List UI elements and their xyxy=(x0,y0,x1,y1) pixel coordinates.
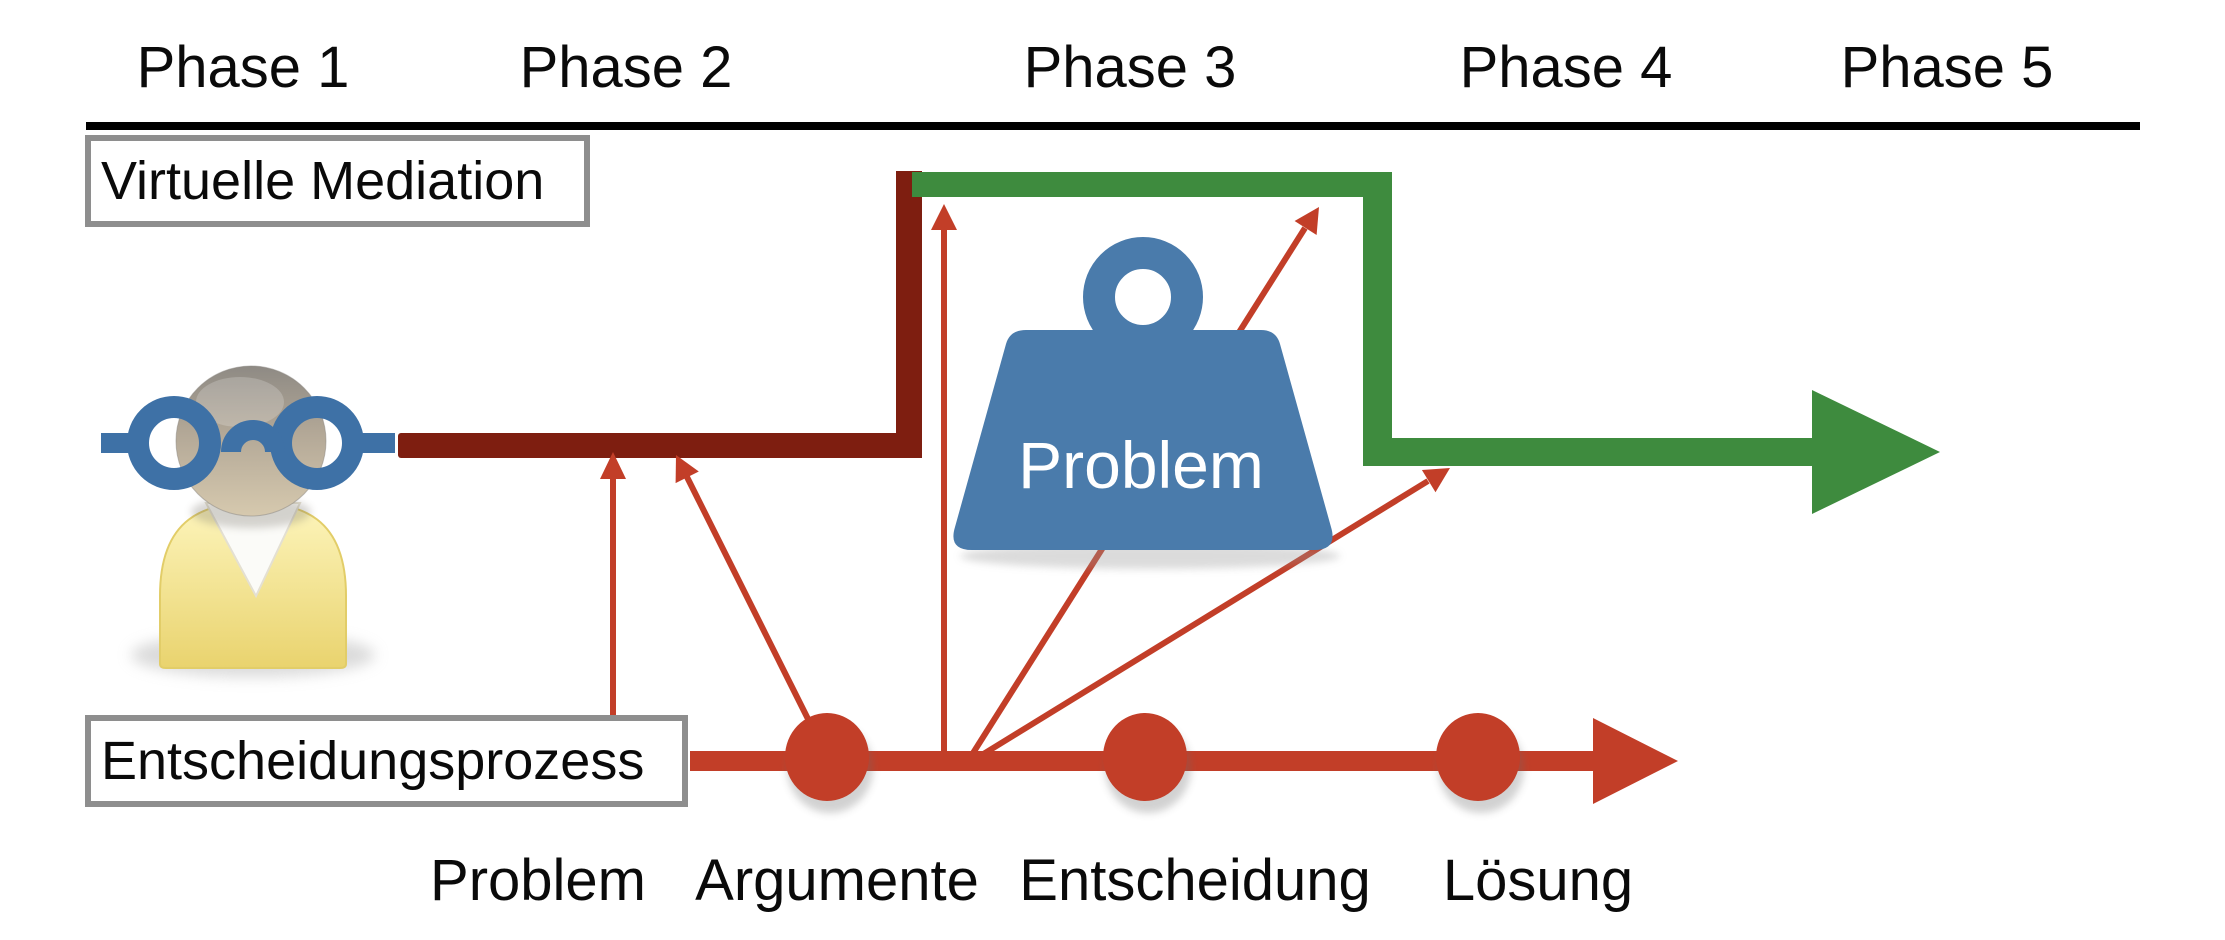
green-track-path xyxy=(912,172,1940,514)
weight-label: Problem xyxy=(1018,428,1264,502)
timeline-dot-argumente xyxy=(785,713,869,801)
phase-label-5: Phase 5 xyxy=(1840,35,2054,100)
arrowhead-up-to-junction xyxy=(931,204,957,230)
maroon-vertical-bar xyxy=(896,171,922,458)
maroon-horizontal-bar xyxy=(398,433,922,458)
virtual-mediation-label: Virtuelle Mediation xyxy=(101,151,545,211)
timeline-arrowhead xyxy=(1593,718,1678,804)
weight-body xyxy=(953,330,1333,550)
phase-label-4: Phase 4 xyxy=(1459,35,1673,100)
phase-label-3: Phase 3 xyxy=(1023,35,1237,100)
green-vertical-bar xyxy=(1363,172,1392,466)
step-label-entscheidung: Entscheidung xyxy=(1019,848,1371,913)
green-arrowhead xyxy=(1812,390,1940,514)
decision-process-box: Entscheidungsprozess xyxy=(85,715,688,807)
step-label-loesung: Lösung xyxy=(1442,848,1634,913)
arrowhead-to-green-top xyxy=(1294,207,1319,235)
problem-weight-icon: Problem xyxy=(953,237,1340,569)
decision-timeline xyxy=(690,713,1678,813)
person-head-highlight xyxy=(196,377,284,427)
phase-divider-rule xyxy=(86,122,2140,130)
timeline-dot-loesung xyxy=(1436,713,1520,801)
glasses-bridge xyxy=(221,420,285,453)
timeline-dot-entscheidung xyxy=(1103,713,1187,801)
step-label-problem: Problem xyxy=(430,848,646,913)
maroon-track-path xyxy=(398,171,922,458)
weight-handle-ring xyxy=(1083,237,1203,357)
green-bottom-bar xyxy=(1363,438,1812,466)
green-top-bar xyxy=(912,172,1392,197)
glasses-icon xyxy=(101,396,395,490)
phase-label-1: Phase 1 xyxy=(136,35,350,100)
mediator-person-icon xyxy=(101,365,395,677)
phase-label-2: Phase 2 xyxy=(519,35,733,100)
step-label-argumente: Argumente xyxy=(695,848,979,913)
feedback-arrowheads xyxy=(600,204,1450,493)
arrow-to-green-elbow-line xyxy=(970,478,1430,764)
glasses-left-lens xyxy=(127,396,221,490)
virtual-mediation-box: Virtuelle Mediation xyxy=(85,135,590,227)
decision-process-label: Entscheidungsprozess xyxy=(101,731,645,791)
arrowhead-to-green-elbow xyxy=(1421,468,1450,493)
arrow-dot1-to-mediation-line xyxy=(684,475,830,759)
arrowhead-problem-to-mediation xyxy=(600,452,626,479)
arrowhead-dot1-to-mediation xyxy=(675,455,699,484)
